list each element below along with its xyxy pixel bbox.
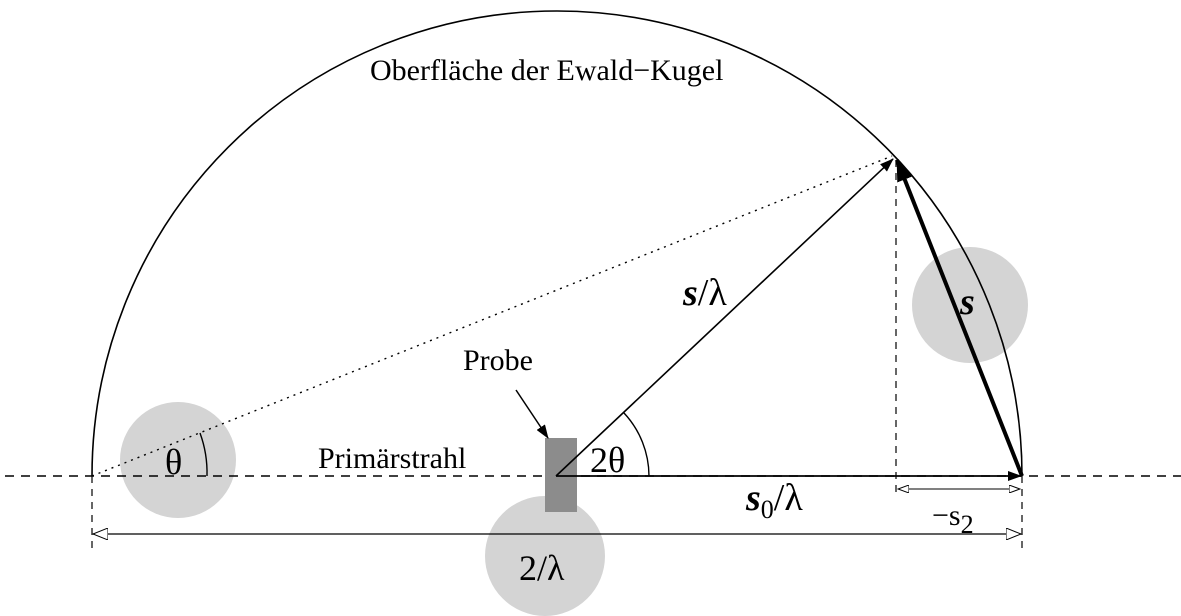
s0-over-lambda-label: s0/λ — [745, 477, 803, 524]
theta-highlight-circle — [120, 402, 236, 518]
s-vector — [895, 159, 1024, 477]
sample-block — [545, 438, 577, 512]
sphere-surface-label: Oberfläche der Ewald−Kugel — [370, 54, 723, 87]
s-over-lambda-label: s/λ — [682, 272, 727, 314]
two-theta-angle-arc — [623, 412, 650, 477]
s-over-lambda-vector — [555, 158, 894, 477]
sample-label: Probe — [463, 344, 533, 377]
theta-label: θ — [165, 442, 182, 482]
s-over-lambda-vec: s — [682, 272, 698, 314]
minus-s2-main: −s — [932, 499, 961, 532]
theta-angle-arc — [199, 432, 208, 477]
s-over-lambda-rest: /λ — [698, 272, 728, 314]
two-theta-label: 2θ — [590, 440, 625, 480]
two-over-lambda-highlight-circle — [485, 496, 605, 616]
s-vector-label: s — [959, 281, 975, 323]
sample-pointer-arrow — [515, 389, 549, 439]
primary-beam-label: Primärstrahl — [318, 442, 466, 475]
s0-rest: /λ — [774, 477, 804, 519]
ewald-sphere-arc — [91, 10, 1023, 477]
two-over-lambda-label: 2/λ — [519, 548, 565, 588]
minus-s2-label: −s2 — [932, 499, 974, 539]
s0-vec: s — [745, 477, 761, 519]
minus-s2-subscript: 2 — [961, 510, 974, 539]
s0-subscript: 0 — [761, 495, 774, 524]
